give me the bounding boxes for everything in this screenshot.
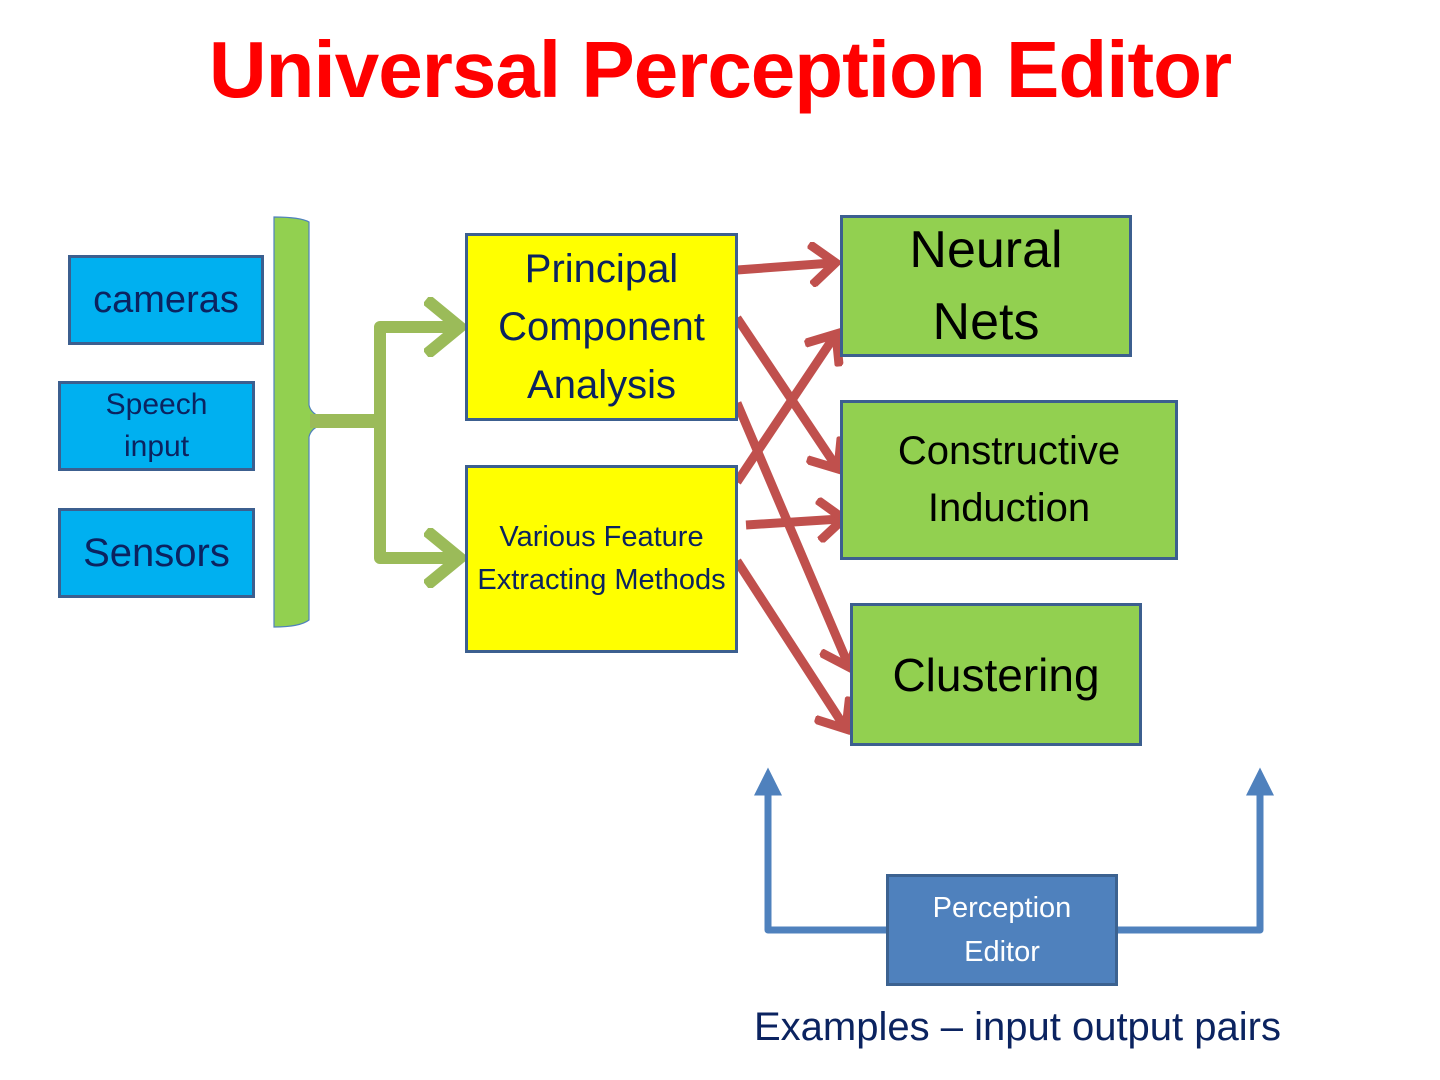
examples-caption: Examples – input output pairs (754, 1005, 1281, 1049)
page-title: Universal Perception Editor (208, 25, 1232, 114)
red-arrow-pca-clustering (732, 401, 848, 664)
red-arrow-various-constructive (745, 519, 840, 525)
perception-editor-label: Perception Editor (932, 892, 1072, 968)
red-arrow-various-clustering (733, 558, 844, 726)
method-pca: Principal Component Analysis (465, 233, 738, 421)
method-various-label: Various Feature Extracting Methods (477, 521, 726, 596)
input-cameras: cameras (68, 255, 264, 345)
input-speech: Speech input (58, 381, 255, 471)
input-sensors-label: Sensors (83, 530, 230, 575)
learner-neural-nets-label: Neural Nets (909, 221, 1063, 351)
input-speech-label: Speech input (105, 388, 208, 463)
learner-constructive-induction-label: Constructive Induction (897, 429, 1121, 530)
green-arrow-to-various (374, 415, 455, 558)
blue-arrow-right (1116, 767, 1274, 934)
method-pca-label: Principal Component Analysis (498, 247, 705, 407)
input-cameras-label: cameras (93, 278, 239, 321)
input-sensors: Sensors (58, 508, 255, 598)
red-arrow-pca-constructive (733, 315, 836, 466)
learner-clustering-label: Clustering (892, 648, 1100, 701)
green-arrow-to-pca (374, 327, 455, 430)
perception-editor: Perception Editor (886, 874, 1118, 986)
blue-arrow-left (754, 767, 888, 934)
learner-neural-nets: Neural Nets (840, 215, 1132, 357)
learner-constructive-induction: Constructive Induction (840, 400, 1178, 560)
method-various: Various Feature Extracting Methods (465, 465, 738, 653)
red-arrow-various-neural (733, 337, 834, 485)
red-arrow-pca-neural (736, 263, 832, 270)
learner-clustering: Clustering (850, 603, 1142, 746)
